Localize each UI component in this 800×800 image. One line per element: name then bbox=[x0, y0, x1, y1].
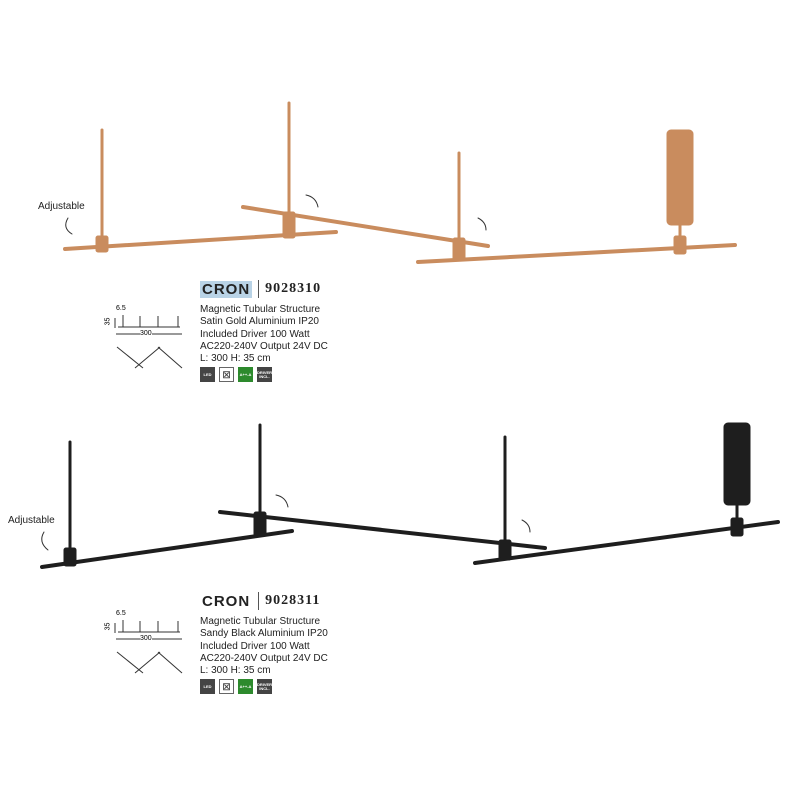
driver-included-badge: DRIVER INCL. bbox=[257, 679, 272, 695]
dimension-height: 35 bbox=[104, 622, 112, 631]
product-info-gold: CRON 9028310 Magnetic Tubular Structure S… bbox=[200, 280, 328, 383]
led-badge: LED bbox=[200, 679, 215, 695]
product-info-black: CRON 9028311 Magnetic Tubular Structure S… bbox=[200, 592, 328, 695]
divider bbox=[258, 280, 260, 298]
dimension-width: 300 bbox=[140, 635, 152, 642]
dimension-drawings bbox=[114, 315, 183, 674]
spec-list: Magnetic Tubular Structure Sandy Black A… bbox=[200, 616, 328, 677]
led-badge: LED bbox=[200, 367, 215, 383]
spec-line: Sandy Black Aluminium IP20 bbox=[200, 628, 328, 640]
dimension-height: 35 bbox=[104, 317, 112, 326]
spec-line: Included Driver 100 Watt bbox=[200, 640, 310, 652]
product-name: CRON bbox=[200, 280, 253, 298]
product-name: CRON bbox=[202, 592, 251, 610]
crossed-bin-icon: ☒ bbox=[219, 679, 234, 695]
divider bbox=[258, 592, 260, 610]
spec-line: AC220-240V Output 24V DC bbox=[200, 340, 328, 352]
black-lamp-illustration bbox=[40, 422, 780, 569]
spec-line: L: 300 H: 35 cm bbox=[200, 353, 271, 365]
spec-line: L: 300 H: 35 cm bbox=[200, 665, 271, 677]
dimension-width: 300 bbox=[140, 330, 152, 337]
spec-line: Satin Gold Aluminium IP20 bbox=[200, 316, 319, 328]
crossed-bin-icon: ☒ bbox=[219, 367, 234, 383]
energy-class-badge: A++-A bbox=[238, 679, 253, 695]
spec-line: Included Driver 100 Watt bbox=[200, 328, 310, 340]
spec-line: AC220-240V Output 24V DC bbox=[200, 652, 328, 664]
spec-line: Magnetic Tubular Structure bbox=[200, 616, 321, 627]
dimension-diameter: 6.5 bbox=[116, 610, 126, 617]
driver-included-badge: DRIVER INCL. bbox=[257, 367, 272, 383]
adjustable-label: Adjustable bbox=[38, 201, 85, 212]
dimension-diameter: 6.5 bbox=[116, 305, 126, 312]
spec-line: Magnetic Tubular Structure bbox=[200, 304, 321, 315]
gold-lamp-illustration bbox=[63, 101, 737, 264]
product-code: 9028311 bbox=[265, 593, 321, 608]
product-code: 9028310 bbox=[265, 281, 322, 296]
spec-list: Magnetic Tubular Structure Satin Gold Al… bbox=[200, 304, 328, 365]
adjustable-label: Adjustable bbox=[8, 515, 55, 526]
energy-class-badge: A++-A bbox=[238, 367, 253, 383]
